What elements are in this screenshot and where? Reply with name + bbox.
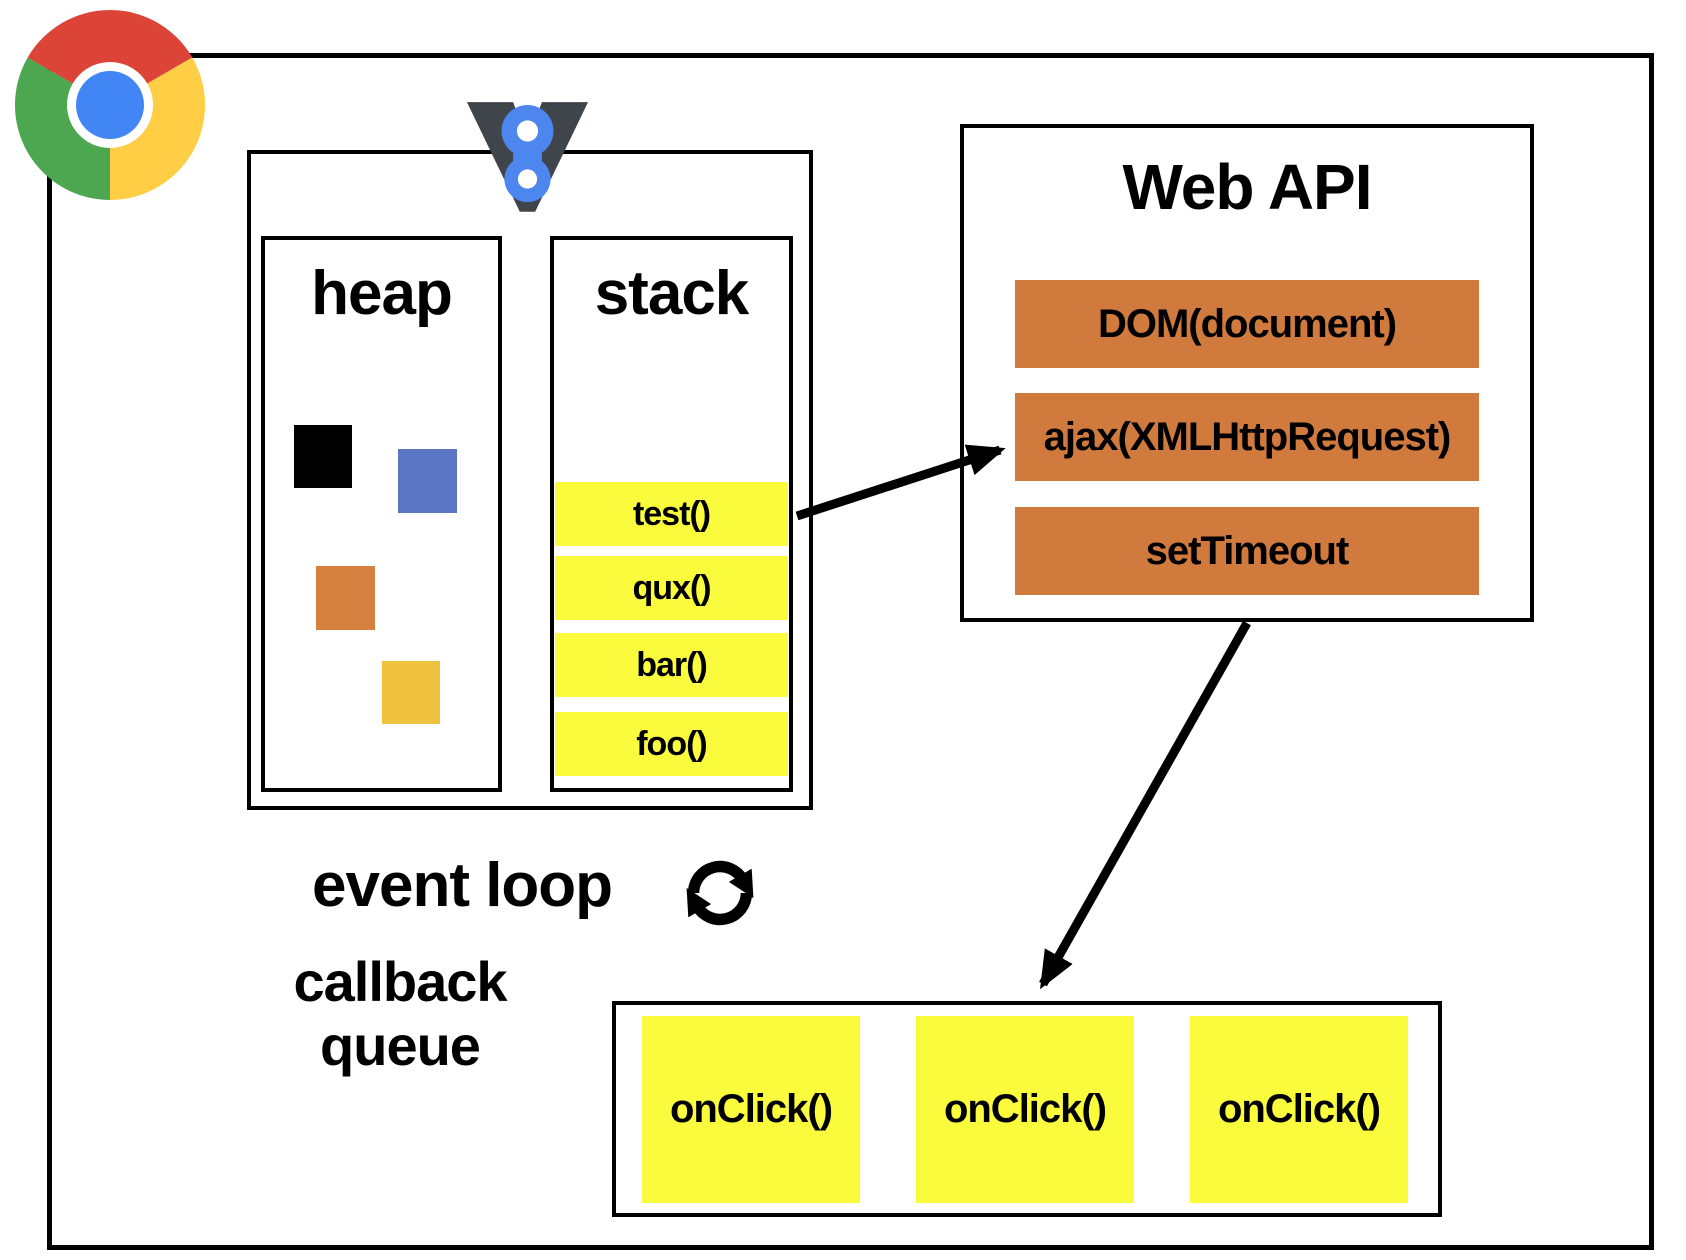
web-api-item-settimeout: setTimeout (1015, 507, 1479, 595)
refresh-icon (676, 846, 764, 940)
heap-box: heap (261, 236, 502, 792)
browser-frame (47, 53, 1654, 1250)
callback-queue-label: callback queue (265, 950, 535, 1079)
v8-icon (465, 96, 590, 214)
callback-item-onclick-3: onClick() (1190, 1016, 1408, 1203)
callback-item-onclick-2: onClick() (916, 1016, 1134, 1203)
heap-label: heap (311, 259, 453, 328)
callback-queue-label-line1: callback (293, 950, 507, 1013)
stack-frame-foo: foo() (555, 712, 788, 776)
heap-object-orange-square (316, 566, 375, 630)
stack-frame-bar: bar() (555, 633, 788, 697)
heap-object-black-square (294, 425, 352, 488)
heap-object-blue-square (398, 449, 457, 513)
heap-object-gold-square (382, 661, 440, 724)
event-loop-label: event loop (312, 851, 613, 920)
web-api-title: Web API (1122, 151, 1372, 223)
callback-queue-label-line2: queue (320, 1014, 481, 1078)
chrome-icon (10, 5, 210, 205)
callback-item-onclick-1: onClick() (642, 1016, 860, 1203)
stack-label: stack (594, 259, 750, 328)
stack-frame-test: test() (555, 482, 788, 546)
stack-frame-qux: qux() (555, 556, 788, 620)
web-api-item-dom: DOM(document) (1015, 280, 1479, 368)
web-api-item-ajax: ajax(XMLHttpRequest) (1015, 393, 1479, 481)
